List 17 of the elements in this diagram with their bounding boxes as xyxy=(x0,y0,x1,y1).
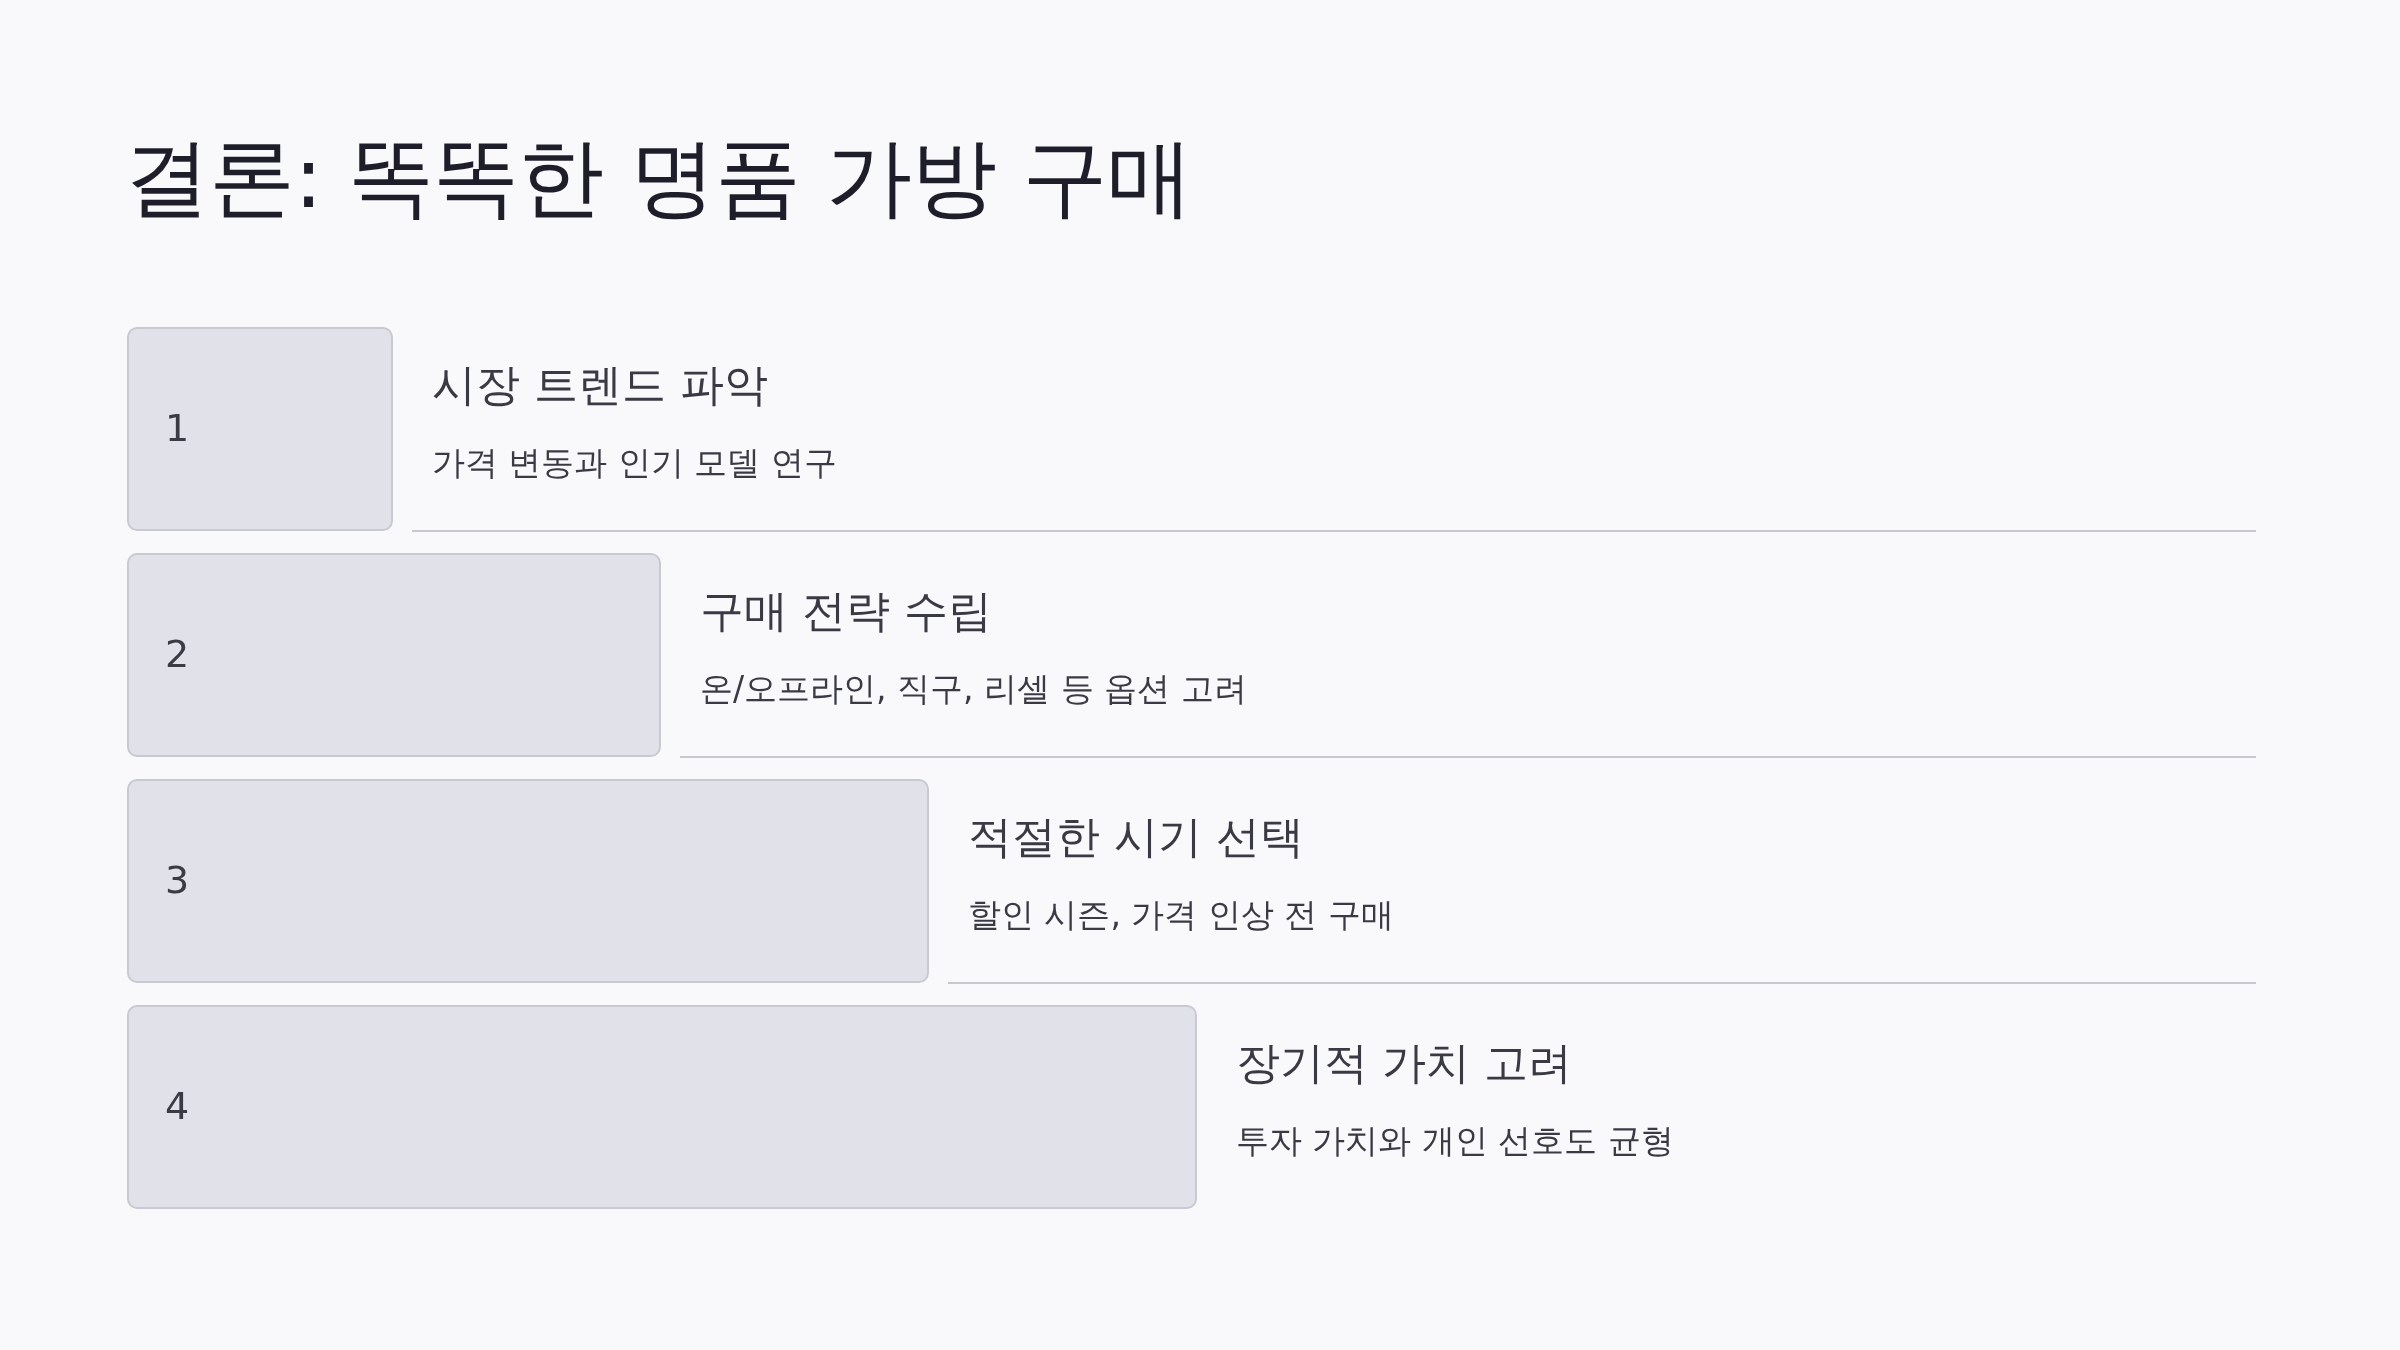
step-number: 2 xyxy=(165,634,190,676)
step-heading: 구매 전략 수립 xyxy=(700,586,992,637)
slide-title: 결론: 똑똑한 명품 가방 구매 xyxy=(124,128,1193,227)
step-description: 투자 가치와 개인 선호도 균형 xyxy=(1236,1122,1674,1160)
step-bar xyxy=(127,1005,1197,1209)
step-number: 3 xyxy=(165,860,190,902)
step-heading: 적절한 시기 선택 xyxy=(968,812,1304,863)
step-number: 4 xyxy=(165,1086,190,1128)
step-bar xyxy=(127,327,393,531)
step-number: 1 xyxy=(165,408,190,450)
step-heading: 장기적 가치 고려 xyxy=(1236,1038,1572,1089)
step-bar xyxy=(127,553,661,757)
step-heading: 시장 트렌드 파악 xyxy=(432,360,768,411)
step-description: 온/오프라인, 직구, 리셀 등 옵션 고려 xyxy=(700,670,1247,708)
step-description: 할인 시즌, 가격 인상 전 구매 xyxy=(968,896,1394,934)
step-bar xyxy=(127,779,929,983)
step-description: 가격 변동과 인기 모델 연구 xyxy=(432,444,837,482)
